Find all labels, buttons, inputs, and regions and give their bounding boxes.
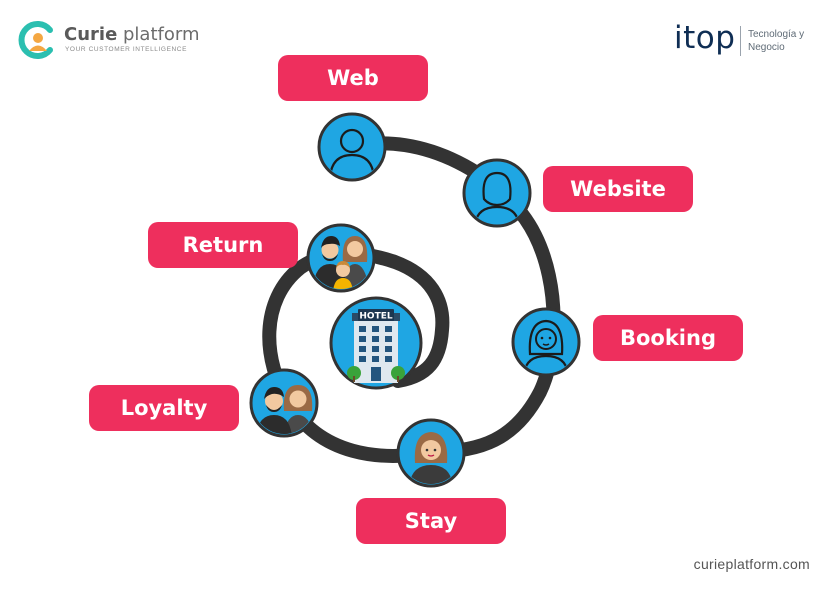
stage-pill-booking: Booking bbox=[593, 315, 743, 361]
curie-logo-icon bbox=[18, 21, 53, 59]
woman-outline-icon bbox=[511, 307, 581, 377]
footer-url: curieplatform.com bbox=[693, 556, 810, 572]
journey-spiral-path bbox=[262, 136, 561, 463]
itop-subtitle: Tecnología y Negocio bbox=[748, 29, 805, 53]
stage-pill-web: Web bbox=[278, 55, 428, 101]
person-silhouette-icon bbox=[317, 112, 387, 182]
woman-silhouette-icon bbox=[462, 158, 532, 228]
stage-pill-loyalty: Loyalty bbox=[89, 385, 239, 431]
curie-platform-logo: Curie platform YOUR CUSTOMER INTELLIGENC… bbox=[18, 20, 218, 64]
stage-pill-website: Website bbox=[543, 166, 693, 212]
itop-logo: itop Tecnología y Negocio bbox=[674, 20, 824, 64]
hotel-building-icon: HOTEL bbox=[329, 296, 423, 390]
woman-guest-icon bbox=[396, 418, 466, 488]
stage-pill-return: Return bbox=[148, 222, 298, 268]
brand-name: Curie platform bbox=[64, 24, 200, 45]
stage-pill-stay: Stay bbox=[356, 498, 506, 544]
brand-tagline: YOUR CUSTOMER INTELLIGENCE bbox=[65, 46, 188, 53]
family-icon bbox=[306, 223, 376, 293]
couple-icon bbox=[249, 368, 319, 438]
hotel-sign: HOTEL bbox=[359, 312, 392, 322]
itop-divider bbox=[740, 26, 741, 56]
itop-wordmark: itop bbox=[674, 20, 736, 56]
